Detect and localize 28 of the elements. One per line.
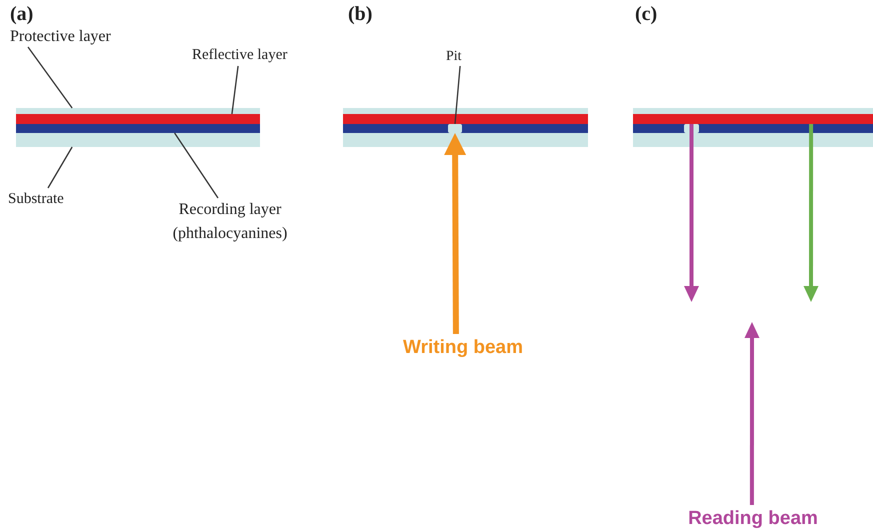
leader-line [27, 46, 73, 108]
pit-label: Pit [446, 46, 476, 67]
beam-arrow [444, 133, 466, 334]
leader-line [454, 66, 461, 124]
beam-label: Writing beam [388, 334, 538, 362]
beam-arrow [744, 322, 760, 505]
recording-layer [343, 124, 588, 133]
layer-label: Substrate [8, 188, 88, 210]
recording-layer [633, 124, 873, 133]
layer-label: Protective layer [10, 27, 160, 47]
reflective-layer [343, 114, 588, 124]
panel-label: (b) [348, 2, 372, 26]
panel-label: (a) [10, 2, 34, 26]
reflective-layer [633, 114, 873, 124]
pit [448, 124, 462, 133]
layer-label: Recording layer (phthalocyanines) [150, 198, 310, 246]
panel-label: (c) [635, 2, 658, 26]
disc-cross-section [343, 108, 588, 147]
disc-cross-section [16, 108, 260, 147]
leader-line [47, 146, 73, 188]
leader-line [231, 66, 239, 114]
recording-layer [16, 124, 260, 133]
layer-label: Reflective layer [192, 44, 320, 66]
beam-label: Reading beam [664, 505, 842, 531]
beam-arrow [684, 124, 699, 302]
reflective-layer [16, 114, 260, 124]
beam-arrow [804, 124, 818, 302]
disc-cross-section [633, 108, 873, 147]
